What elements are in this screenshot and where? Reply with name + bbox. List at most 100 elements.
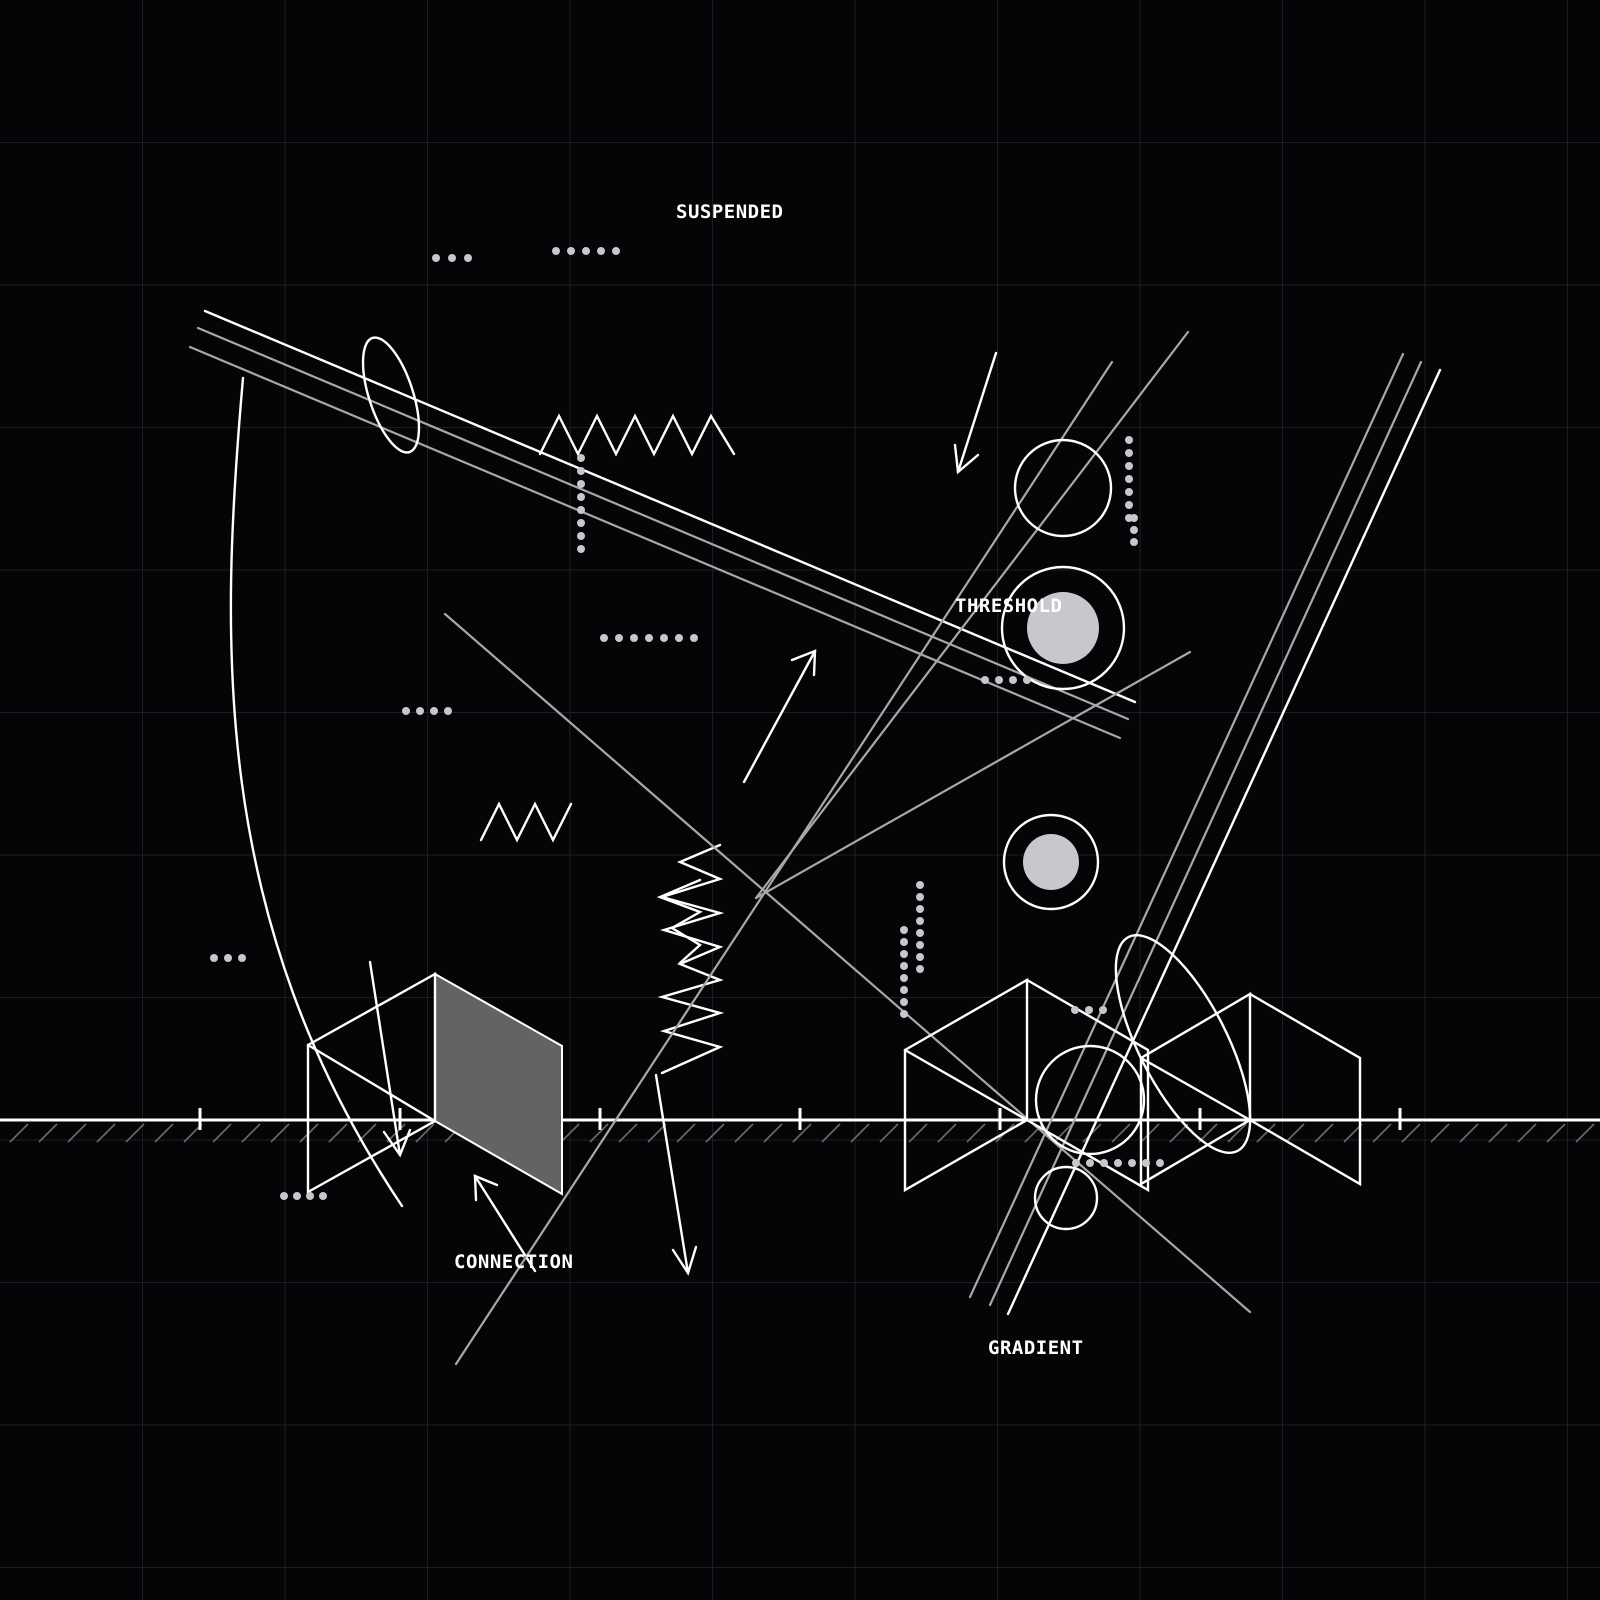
dot bbox=[1125, 462, 1133, 470]
dot bbox=[981, 676, 989, 684]
baseline-hatch bbox=[9, 1123, 29, 1143]
baseline-hatch bbox=[38, 1123, 58, 1143]
dot bbox=[995, 676, 1003, 684]
baseline-hatch bbox=[792, 1123, 812, 1143]
dot bbox=[1125, 475, 1133, 483]
dot bbox=[675, 634, 683, 642]
arrow-down-bottom bbox=[654, 1073, 698, 1276]
dot bbox=[1085, 1006, 1093, 1014]
outline-circle-middle bbox=[1002, 813, 1100, 911]
dot bbox=[660, 634, 668, 642]
dot bbox=[1086, 1159, 1094, 1167]
baseline-hatch bbox=[1198, 1123, 1218, 1143]
dot bbox=[280, 1192, 288, 1200]
dot bbox=[690, 634, 698, 642]
baseline-hatch bbox=[908, 1123, 928, 1143]
dot bbox=[582, 247, 590, 255]
dot bbox=[238, 954, 246, 962]
dot bbox=[1099, 1006, 1107, 1014]
dot bbox=[612, 247, 620, 255]
dot bbox=[577, 493, 585, 501]
dot bbox=[1114, 1159, 1122, 1167]
diagonal-line-gray-2 bbox=[188, 345, 1122, 740]
baseline-hatch bbox=[270, 1123, 290, 1143]
outline-circle-threshold bbox=[1000, 565, 1126, 691]
baseline-hatch bbox=[647, 1123, 667, 1143]
label-threshold: THRESHOLD bbox=[955, 595, 1062, 617]
tilted-ellipse-left bbox=[361, 336, 421, 454]
dot bbox=[577, 545, 585, 553]
arrow-up-left-bottom bbox=[473, 1174, 537, 1273]
baseline-hatch bbox=[937, 1123, 957, 1143]
baseline-hatch bbox=[1053, 1123, 1073, 1143]
arrow-up-right-center bbox=[742, 649, 817, 784]
label-gradient: GRADIENT bbox=[988, 1337, 1084, 1359]
dot bbox=[210, 954, 218, 962]
dot bbox=[916, 917, 924, 925]
baseline-hatch bbox=[154, 1123, 174, 1143]
baseline-hatch bbox=[676, 1123, 696, 1143]
baseline-hatch bbox=[734, 1123, 754, 1143]
baseline-hatch bbox=[618, 1123, 638, 1143]
dot bbox=[1125, 501, 1133, 509]
dot bbox=[900, 938, 908, 946]
dot bbox=[577, 532, 585, 540]
baseline-hatch bbox=[415, 1123, 435, 1143]
dot bbox=[900, 998, 908, 1006]
dot bbox=[416, 707, 424, 715]
zigzag-top bbox=[538, 413, 736, 457]
dot bbox=[597, 247, 605, 255]
dot bbox=[319, 1192, 327, 1200]
dot bbox=[1142, 1159, 1150, 1167]
isometric-cube-right-a bbox=[903, 977, 1150, 1193]
baseline-hatch bbox=[589, 1123, 609, 1143]
dot bbox=[630, 634, 638, 642]
dot bbox=[1130, 526, 1138, 534]
label-connection: CONNECTION bbox=[454, 1251, 573, 1273]
arrow-down-left-bottom bbox=[368, 960, 412, 1158]
dot bbox=[444, 707, 452, 715]
baseline-hatch bbox=[1111, 1123, 1131, 1143]
dot bbox=[1125, 436, 1133, 444]
baseline-hatch bbox=[1488, 1123, 1508, 1143]
dot bbox=[306, 1192, 314, 1200]
dot bbox=[1009, 676, 1017, 684]
dot-clusters bbox=[210, 247, 1164, 1200]
baseline-hatch bbox=[850, 1123, 870, 1143]
baseline-hatch bbox=[966, 1123, 986, 1143]
dot bbox=[900, 926, 908, 934]
baseline-hatch bbox=[705, 1123, 725, 1143]
zigzag-spring-inner bbox=[656, 878, 703, 965]
dot bbox=[567, 247, 575, 255]
dot bbox=[1156, 1159, 1164, 1167]
baseline-hatch bbox=[1169, 1123, 1189, 1143]
baseline-hatch bbox=[1401, 1123, 1421, 1143]
dot bbox=[1130, 514, 1138, 522]
isometric-cube-left bbox=[306, 971, 563, 1196]
dot bbox=[900, 974, 908, 982]
baseline-hatch bbox=[1459, 1123, 1479, 1143]
zigzag-small bbox=[479, 801, 573, 843]
dot bbox=[1100, 1159, 1108, 1167]
baseline-hatch bbox=[212, 1123, 232, 1143]
baseline-hatch bbox=[241, 1123, 261, 1143]
tilted-ellipse-right bbox=[1114, 934, 1252, 1154]
dot bbox=[900, 950, 908, 958]
filled-circle-threshold bbox=[1027, 592, 1099, 664]
baseline-hatch bbox=[763, 1123, 783, 1143]
dot bbox=[900, 962, 908, 970]
dot bbox=[1023, 676, 1031, 684]
dot bbox=[432, 254, 440, 262]
dot bbox=[1130, 538, 1138, 546]
dot bbox=[900, 986, 908, 994]
diagonal-line-gray-1 bbox=[196, 326, 1130, 721]
diagonal-triple-lines bbox=[188, 309, 1137, 740]
baseline-hatch bbox=[1140, 1123, 1160, 1143]
baseline-hatch bbox=[1285, 1123, 1305, 1143]
baseline-hatch bbox=[1314, 1123, 1334, 1143]
baseline-hatch bbox=[96, 1123, 116, 1143]
isometric-cube-right-b bbox=[1139, 991, 1362, 1187]
